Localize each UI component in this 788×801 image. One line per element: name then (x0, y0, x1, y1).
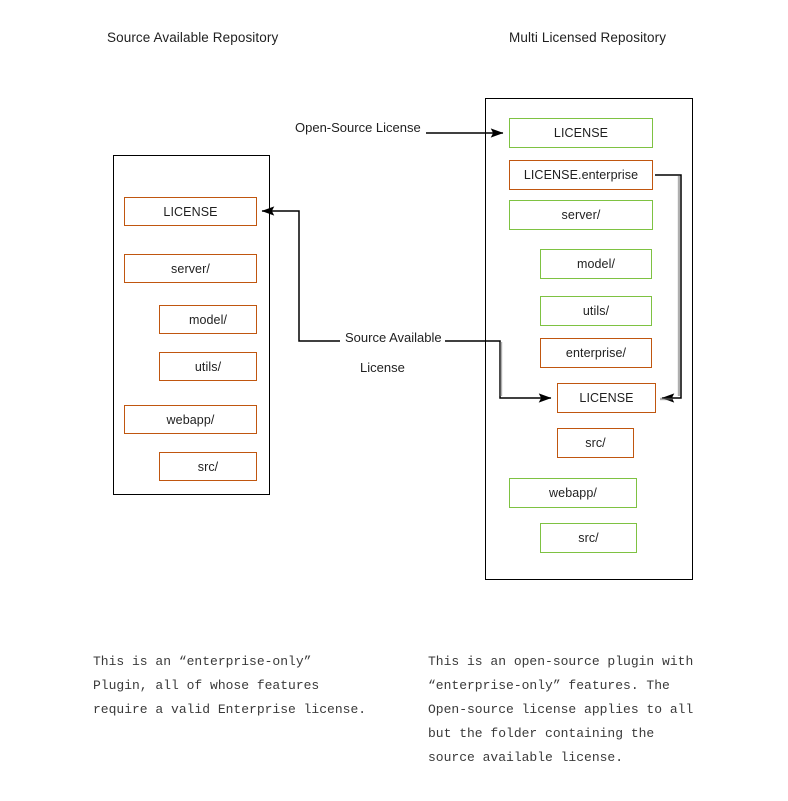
left-repo-title: Source Available Repository (107, 30, 279, 45)
edge-label-source-available-line2: License (357, 360, 408, 375)
left-node-src[interactable]: src/ (159, 452, 257, 481)
edge-label-open-source-license: Open-Source License (292, 120, 424, 135)
left-caption: This is an “enterprise-only” Plugin, all… (93, 654, 367, 717)
node-label: LICENSE.enterprise (523, 168, 639, 182)
right-node-webapp[interactable]: webapp/ (509, 478, 637, 508)
left-node-webapp[interactable]: webapp/ (124, 405, 257, 434)
right-node-model[interactable]: model/ (540, 249, 652, 279)
right-node-enterprise-src[interactable]: src/ (557, 428, 634, 458)
node-label: src/ (197, 459, 219, 474)
node-label: model/ (188, 312, 228, 327)
node-label: server/ (171, 261, 210, 276)
node-label: LICENSE (553, 126, 609, 140)
node-label: webapp/ (549, 486, 597, 500)
node-label: model/ (576, 257, 616, 271)
node-label: utils/ (194, 359, 222, 374)
right-node-license-enterprise[interactable]: LICENSE.enterprise (509, 160, 653, 190)
right-node-enterprise-license[interactable]: LICENSE (557, 383, 656, 413)
node-label: LICENSE (579, 391, 634, 405)
right-node-license[interactable]: LICENSE (509, 118, 653, 148)
edge-label-source-available-line1: Source Available (342, 330, 445, 345)
right-node-enterprise[interactable]: enterprise/ (540, 338, 652, 368)
edge-source-available-to-left (261, 206, 340, 342)
left-node-license[interactable]: LICENSE (124, 197, 257, 226)
node-label: utils/ (582, 304, 610, 318)
right-node-utils[interactable]: utils/ (540, 296, 652, 326)
node-label: webapp/ (166, 412, 215, 427)
left-node-utils[interactable]: utils/ (159, 352, 257, 381)
right-repo-title: Multi Licensed Repository (509, 30, 667, 45)
node-label: src/ (578, 531, 599, 545)
left-node-server[interactable]: server/ (124, 254, 257, 283)
node-label: src/ (585, 436, 606, 450)
right-node-server[interactable]: server/ (509, 200, 653, 230)
left-node-model[interactable]: model/ (159, 305, 257, 334)
node-label: LICENSE (163, 204, 218, 219)
node-label: enterprise/ (565, 346, 627, 360)
right-node-webapp-src[interactable]: src/ (540, 523, 637, 553)
right-caption: This is an open-source plugin with “ente… (428, 654, 694, 765)
node-label: server/ (561, 208, 601, 222)
